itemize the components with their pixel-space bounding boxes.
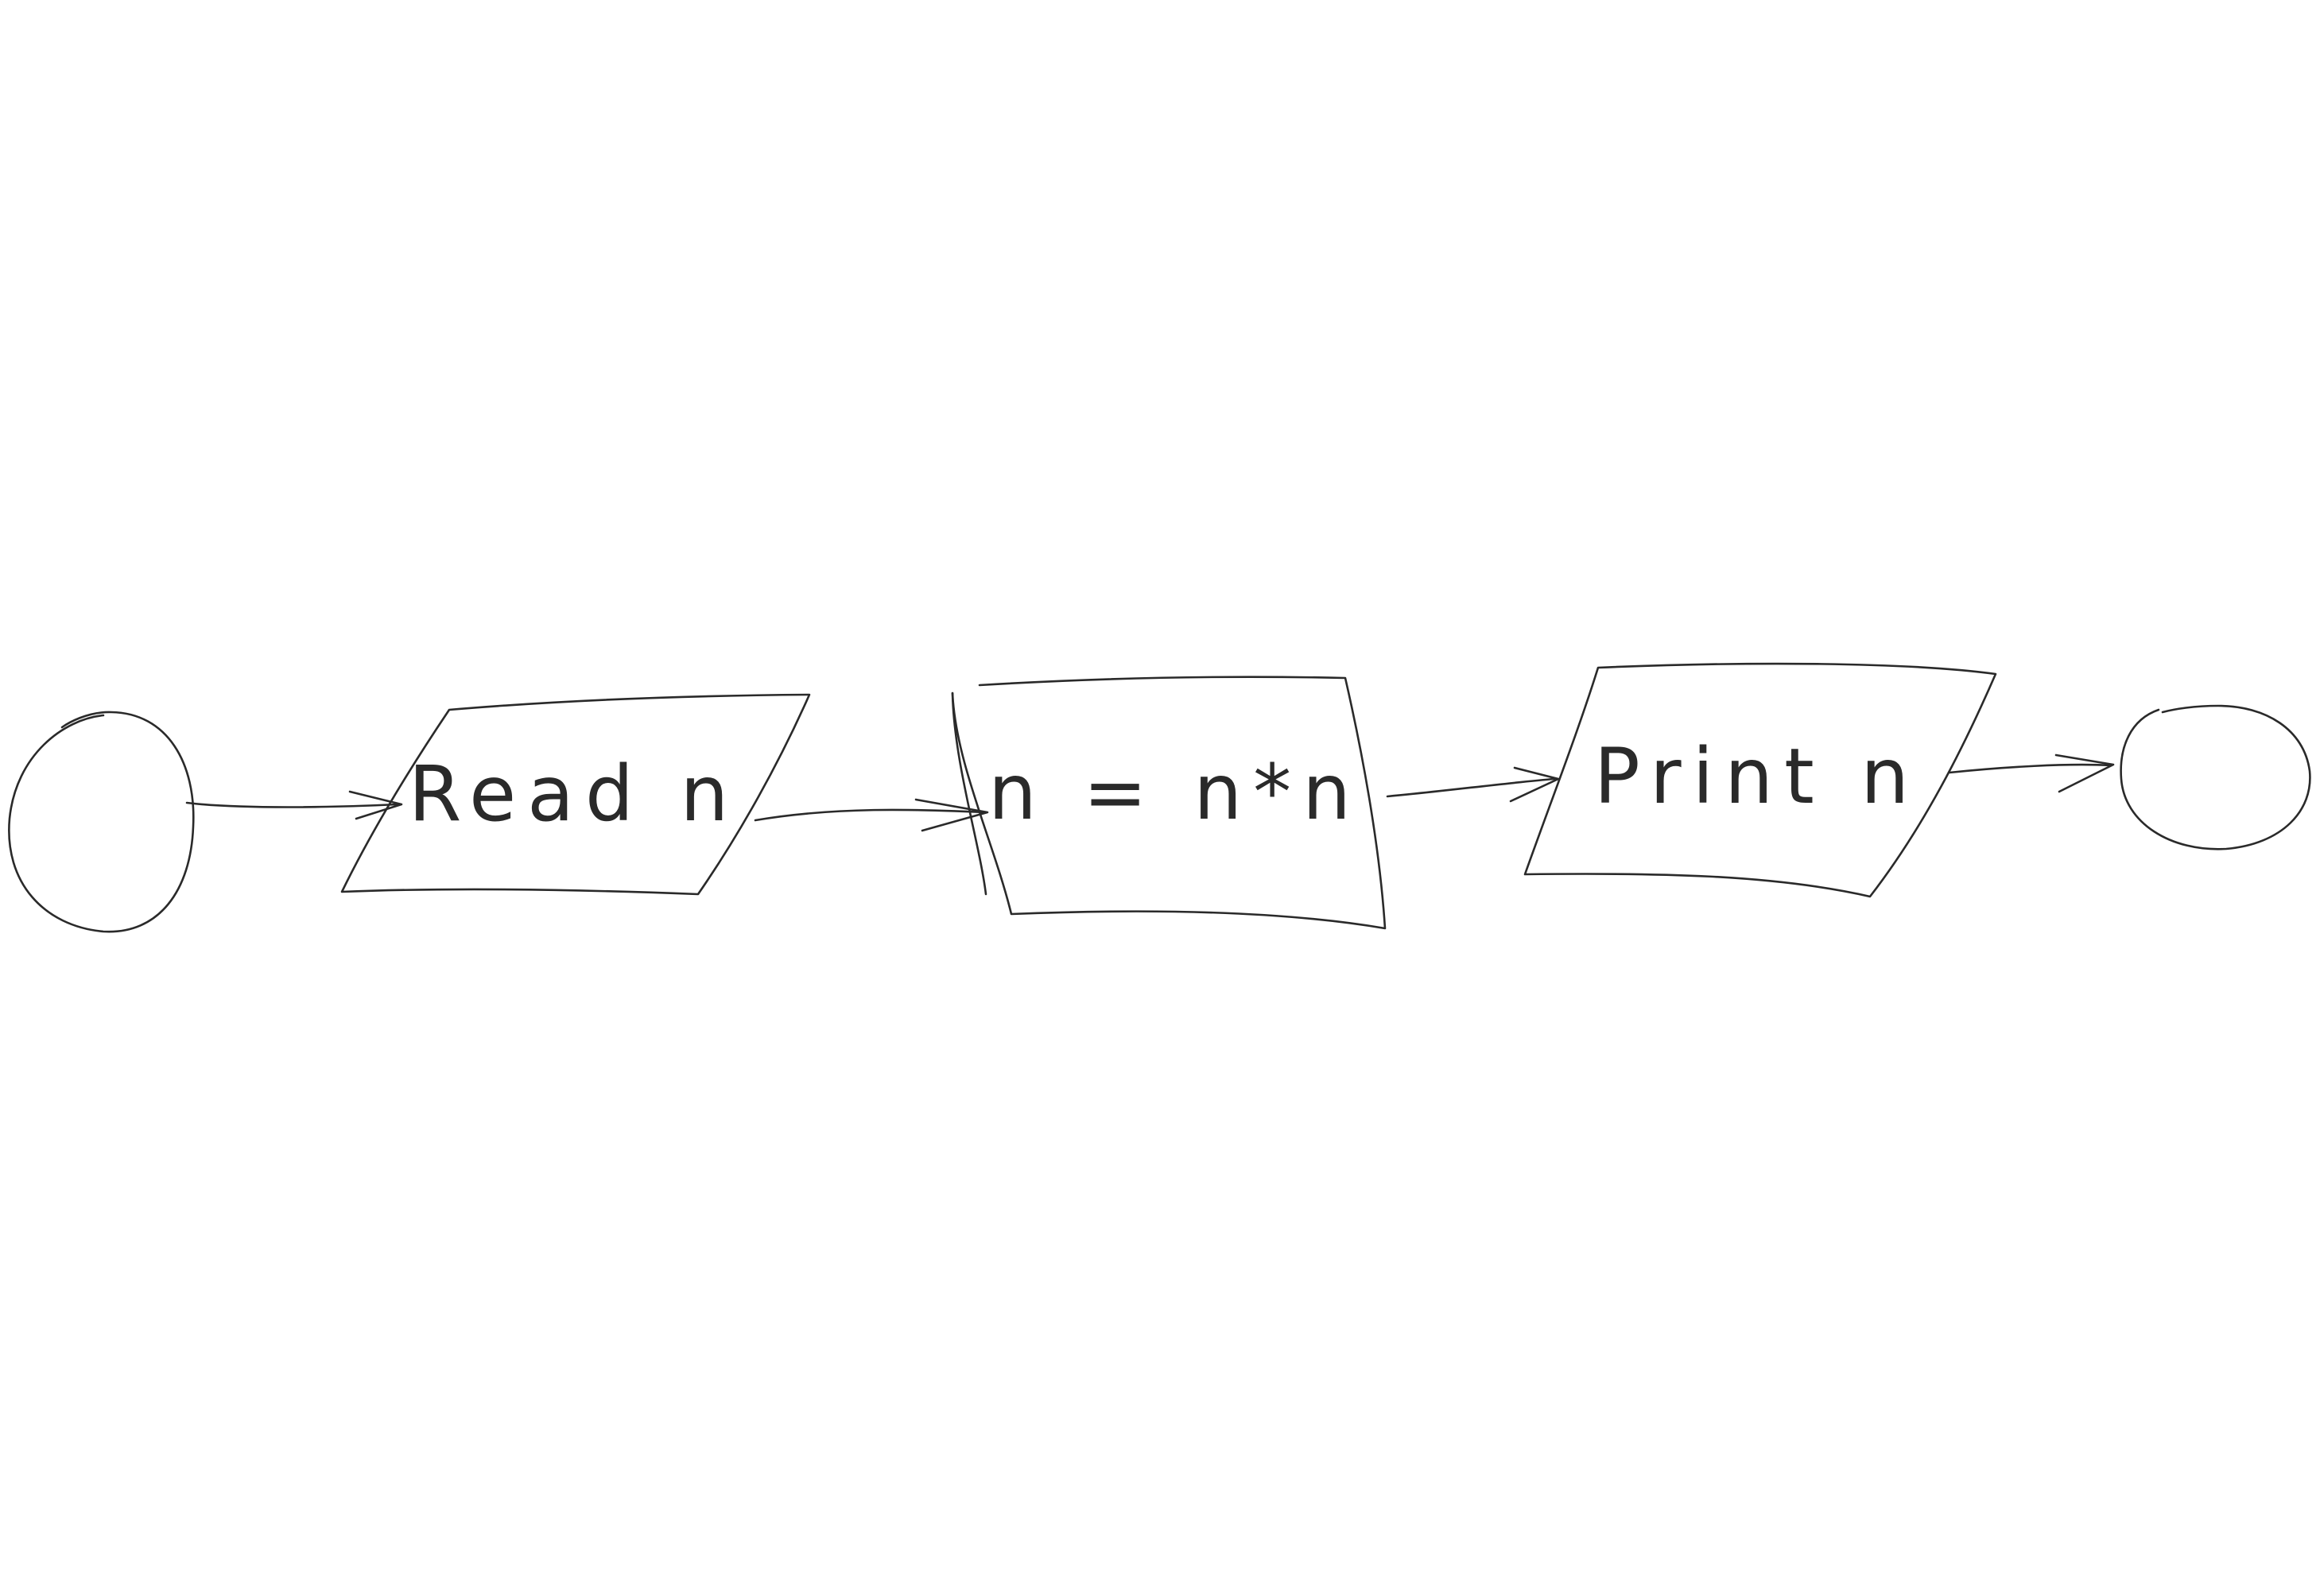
end-node [2120, 704, 2311, 850]
print-node-label: Print n [1594, 732, 1920, 821]
start-node [8, 711, 195, 933]
edge-compute-to-print [1386, 766, 1560, 803]
edge-print-to-end [1948, 753, 2115, 793]
compute-node: n = n*n [951, 676, 1387, 930]
edge-read-to-compute [754, 798, 989, 832]
read-node: Read n [340, 693, 811, 896]
read-node-label: Read n [409, 750, 740, 839]
compute-node-label: n = n*n [988, 748, 1362, 837]
edge-start-to-read [185, 790, 403, 820]
print-node: Print n [1523, 662, 1997, 898]
